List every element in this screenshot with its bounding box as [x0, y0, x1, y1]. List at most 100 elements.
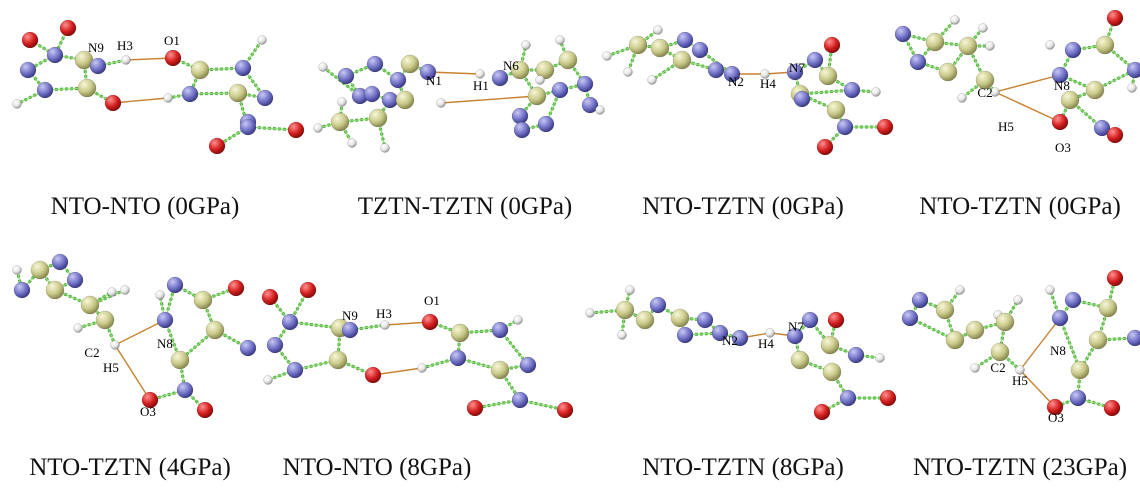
nitrogen-atom — [511, 391, 529, 409]
carbon-atom — [193, 290, 213, 310]
carbon-atom — [490, 360, 510, 380]
hydrogen-atom — [871, 87, 881, 97]
hydrogen-atom — [417, 363, 427, 373]
carbon-atom — [935, 300, 955, 320]
hydrogen-atom — [513, 315, 523, 325]
hydrogen-bond — [440, 95, 538, 104]
hydrogen-atom — [1013, 295, 1023, 305]
nitrogen-atom — [676, 31, 694, 49]
carbon-atom — [925, 32, 945, 52]
oxygen-atom — [59, 19, 77, 37]
nitrogen-atom — [649, 296, 667, 314]
molecule-panel-2 — [313, 35, 605, 153]
atom-label: H3 — [376, 306, 392, 321]
carbon-atom — [958, 36, 978, 56]
hydrogen-atom — [765, 328, 775, 338]
hydrogen-atom — [623, 67, 633, 77]
hydrogen-atom — [990, 87, 1000, 97]
hydrogen-atom — [970, 363, 980, 373]
molecule-panel-1 — [12, 19, 305, 155]
molecule-panel-4 — [894, 9, 1140, 144]
molecule-panel-8 — [901, 269, 1140, 417]
nitrogen-atom — [51, 253, 69, 271]
carbon-atom — [170, 350, 190, 370]
carbon-atom — [45, 280, 65, 300]
hydrogen-atom — [313, 123, 323, 133]
carbon-atom — [628, 35, 648, 55]
atom-label: H4 — [758, 336, 774, 351]
hydrogen-atom — [12, 265, 22, 275]
nitrogen-atom — [786, 63, 804, 81]
oxygen-atom — [1051, 113, 1069, 131]
hydrogen-atom — [121, 55, 131, 65]
nitrogen-atom — [731, 329, 749, 347]
nitrogen-atom — [286, 361, 304, 379]
nitrogen-atom — [389, 71, 407, 89]
nitrogen-atom — [13, 281, 31, 299]
carbon-atom — [670, 308, 690, 328]
nitrogen-atom — [806, 51, 824, 69]
carbon-atom — [205, 320, 225, 340]
nitrogen-atom — [696, 311, 714, 329]
oxygen-atom — [141, 391, 159, 409]
oxygen-atom — [208, 137, 226, 155]
hydrogen-atom — [625, 285, 635, 295]
nitrogen-atom — [1064, 41, 1082, 59]
carbon-atom — [368, 108, 388, 128]
hydrogen-atom — [1045, 40, 1055, 50]
carbon-atom — [672, 50, 692, 70]
panel-caption: NTO-TZTN (0GPa) — [919, 193, 1121, 220]
oxygen-atom — [823, 36, 841, 54]
oxygen-atom — [287, 121, 305, 139]
oxygen-atom — [556, 401, 574, 419]
nitrogen-atom — [449, 349, 467, 367]
oxygen-atom — [813, 403, 831, 421]
covalent-bond-highlight — [1059, 317, 1081, 371]
carbon-atom — [80, 295, 100, 315]
atom-label: N6 — [503, 58, 519, 73]
nitrogen-atom — [519, 356, 537, 374]
hydrogen-bond — [994, 91, 1061, 123]
hydrogen-atom — [955, 285, 965, 295]
hydrogen-atom — [950, 15, 960, 25]
atom-label: N8 — [1050, 343, 1066, 358]
carbon-atom — [818, 66, 838, 86]
hydrogen-atom — [1127, 83, 1137, 93]
nitrogen-atom — [256, 89, 274, 107]
atom-label: N2 — [728, 74, 744, 89]
carbon-atom — [945, 330, 965, 350]
oxygen-atom — [1103, 399, 1121, 417]
nitrogen-atom — [847, 346, 865, 364]
hydrogen-bond — [1019, 317, 1061, 371]
carbon-atom — [822, 362, 842, 382]
hydrogen-atom — [347, 138, 357, 148]
hydrogen-atom — [73, 323, 83, 333]
hydrogen-atom — [957, 93, 967, 103]
nitrogen-atom — [786, 327, 804, 345]
carbon-atom — [1098, 298, 1118, 318]
molecule-layer — [12, 9, 1140, 421]
atom-label: O1 — [164, 33, 180, 48]
hydrogen-atom — [12, 99, 22, 109]
nitrogen-atom — [166, 276, 184, 294]
atom-label: H3 — [117, 38, 133, 53]
nitrogen-atom — [239, 118, 257, 136]
hydrogen-atom — [107, 287, 117, 297]
nitrogen-atom — [843, 81, 861, 99]
panel-caption: NTO-TZTN (4GPa) — [29, 454, 231, 481]
atom-label: N9 — [88, 40, 104, 55]
nitrogen-atom — [66, 271, 84, 289]
carbon-atom — [1088, 330, 1108, 350]
nitrogen-atom — [1126, 61, 1140, 79]
hydrogen-atom — [337, 97, 347, 107]
hydrogen-bond — [114, 344, 151, 401]
nitrogen-atom — [901, 309, 919, 327]
nitrogen-atom — [1069, 389, 1087, 407]
atom-label: O1 — [424, 293, 440, 308]
carbon-atom — [450, 323, 470, 343]
hydrogen-bond — [372, 367, 423, 376]
panel-caption: NTO-TZTN (8GPa) — [642, 454, 844, 481]
carbon-atom — [190, 60, 210, 80]
nitrogen-atom — [337, 67, 355, 85]
carbon-atom — [95, 310, 115, 330]
